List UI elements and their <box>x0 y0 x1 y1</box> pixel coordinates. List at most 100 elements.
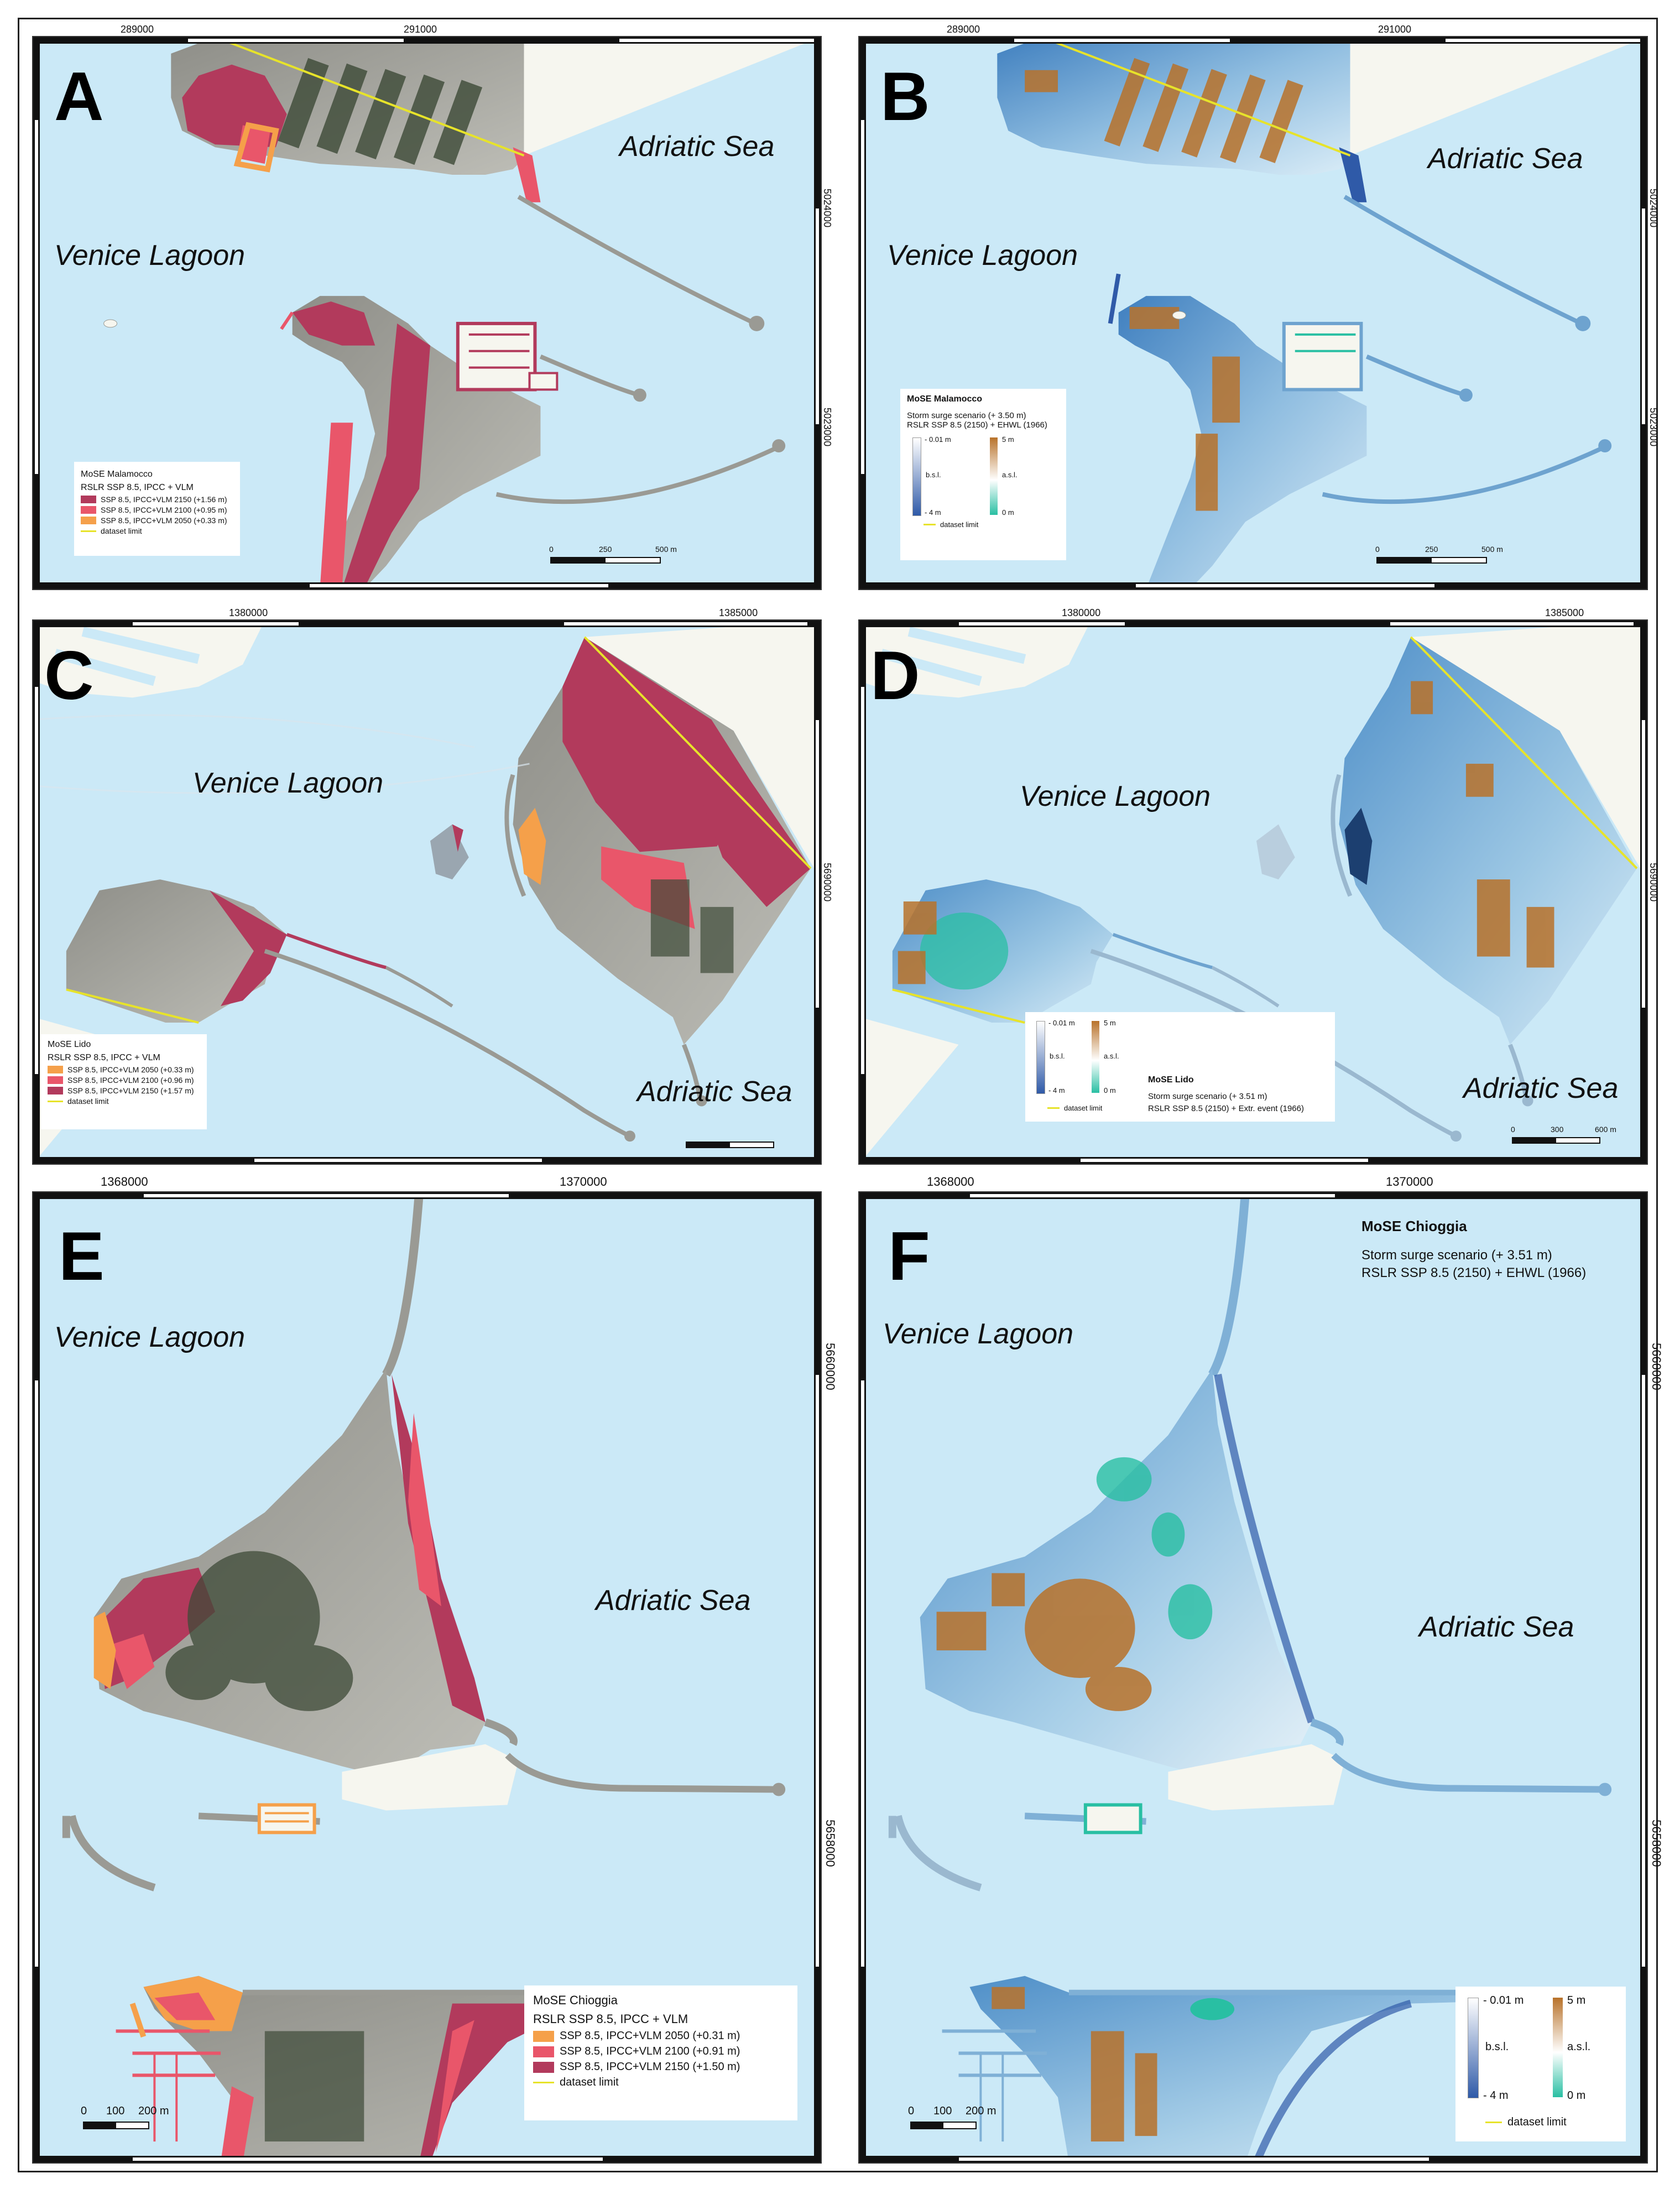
legend-item: SSP 8.5, IPCC+VLM 2150 (+1.56 m) <box>81 495 233 504</box>
legend-subtitle: RSLR SSP 8.5, IPCC + VLM <box>533 2012 688 2026</box>
legend-item-label: SSP 8.5, IPCC+VLM 2100 (+0.95 m) <box>101 505 227 514</box>
asl-bottom-label: 0 m <box>1567 2089 1586 2102</box>
map-b-frame-bottom <box>859 582 1647 589</box>
scale-tick: 500 m <box>1481 545 1503 554</box>
coord-right: 5024000 <box>822 189 833 228</box>
asl-top-label: 5 m <box>1002 435 1014 444</box>
legend-b: MoSE Malamocco Storm surge scenario (+ 3… <box>900 389 1066 560</box>
legend-title: MoSE Lido <box>1148 1075 1194 1085</box>
asl-top-label: 5 m <box>1104 1019 1116 1027</box>
scale-tick: 0 <box>81 2105 87 2117</box>
bsl-label: b.s.l. <box>1050 1052 1065 1060</box>
legend-item-label: SSP 8.5, IPCC+VLM 2150 (+1.50 m) <box>560 2061 740 2073</box>
coord-right: 5690000 <box>1648 863 1659 902</box>
map-f-frame-top <box>859 1192 1647 1199</box>
asl-bottom-label: 0 m <box>1104 1086 1116 1094</box>
bsl-ramp <box>1468 1998 1479 2098</box>
panel-f: F Adriatic Sea Venice Lagoon MoSE Chiogg… <box>858 1175 1663 2164</box>
legend-item: dataset limit <box>48 1097 200 1106</box>
asl-label: a.s.l. <box>1567 2041 1591 2053</box>
panel-b: B Adriatic Sea Venice Lagoon MoSE Malamo… <box>858 24 1659 590</box>
lagoon-label: Venice Lagoon <box>54 1321 246 1353</box>
scale-bar-a: 0 250 500 m <box>549 545 677 572</box>
map-e-frame-right <box>814 1192 821 2162</box>
coord-top: 1370000 <box>560 1175 607 1189</box>
asl-ramp <box>1092 1021 1099 1093</box>
map-c: C Adriatic Sea Venice Lagoon MoSE Lido R… <box>32 619 822 1165</box>
legend-a: MoSE Malamocco RSLR SSP 8.5, IPCC + VLM … <box>74 462 240 556</box>
legend-line2: RSLR SSP 8.5 (2150) + EHWL (1966) <box>907 420 1047 430</box>
legend-item: SSP 8.5, IPCC+VLM 2150 (+1.50 m) <box>533 2061 789 2073</box>
map-b-frame-top <box>859 37 1647 44</box>
panel-c: C Adriatic Sea Venice Lagoon MoSE Lido R… <box>32 607 833 1165</box>
asl-top-label: 5 m <box>1567 1994 1586 2006</box>
legend-title: MoSE Lido <box>48 1040 91 1049</box>
coord-top: 289000 <box>947 24 980 35</box>
legend-item: SSP 8.5, IPCC+VLM 2100 (+0.96 m) <box>48 1076 200 1085</box>
legend-line1: Storm surge scenario (+ 3.50 m) <box>907 411 1026 420</box>
map-e-frame-left <box>33 1192 40 2162</box>
legend-item: SSP 8.5, IPCC+VLM 2100 (+0.91 m) <box>533 2045 789 2058</box>
legend-d: - 0.01 m b.s.l. - 4 m 5 m a.s.l. 0 m dat… <box>1025 1012 1335 1122</box>
legend-item-label: SSP 8.5, IPCC+VLM 2150 (+1.56 m) <box>101 495 227 504</box>
map-c-terrain <box>33 621 821 1164</box>
swatch-2150 <box>533 2061 554 2073</box>
sea-label: Adriatic Sea <box>619 131 775 163</box>
sea-label: Adriatic Sea <box>1419 1611 1574 1643</box>
coord-top: 1380000 <box>1062 607 1101 618</box>
scale-bar-c <box>686 1136 796 1153</box>
dataset-limit-swatch <box>48 1100 63 1102</box>
map-f: F Adriatic Sea Venice Lagoon MoSE Chiogg… <box>858 1191 1648 2164</box>
map-b: B Adriatic Sea Venice Lagoon MoSE Malamo… <box>858 36 1648 590</box>
panel-b-letter: B <box>880 59 930 135</box>
scale-tick: 600 m <box>1595 1125 1616 1134</box>
coord-right: 5690000 <box>822 863 833 902</box>
coord-right: 5658000 <box>1650 1820 1663 1867</box>
legend-item: SSP 8.5, IPCC+VLM 2050 (+0.33 m) <box>48 1065 200 1074</box>
map-e: E Adriatic Sea Venice Lagoon MoSE Chiogg… <box>32 1191 822 2164</box>
dataset-limit-swatch <box>1485 2122 1502 2123</box>
legend-line1: Storm surge scenario (+ 3.51 m) <box>1148 1092 1267 1101</box>
swatch-2150 <box>81 496 96 503</box>
dataset-limit-swatch <box>924 524 936 525</box>
legend-item: dataset limit <box>81 527 233 535</box>
legend-subtitle: RSLR SSP 8.5, IPCC + VLM <box>48 1053 160 1062</box>
sea-label: Adriatic Sea <box>1463 1072 1619 1104</box>
swatch-2150 <box>48 1087 63 1094</box>
map-c-frame-top <box>33 621 821 627</box>
coord-top: 1370000 <box>1386 1175 1433 1189</box>
panel-d-letter: D <box>870 638 920 714</box>
lagoon-label: Venice Lagoon <box>54 239 246 272</box>
panel-d: D Adriatic Sea Venice Lagoon - 0.01 m b.… <box>858 607 1659 1165</box>
scale-tick: 0 <box>549 545 554 554</box>
swatch-2050 <box>533 2030 554 2042</box>
legend-item: dataset limit <box>1485 2116 1567 2129</box>
bsl-bottom-label: - 4 m <box>1048 1086 1065 1094</box>
coord-right: 5024000 <box>1648 189 1659 228</box>
sea-label: Adriatic Sea <box>1428 143 1583 175</box>
scale-tick: 250 <box>1425 545 1438 554</box>
legend-item: dataset limit <box>924 520 978 529</box>
panel-e: E Adriatic Sea Venice Lagoon MoSE Chiogg… <box>32 1175 837 2164</box>
map-b-frame-left <box>859 37 866 589</box>
legend-c: MoSE Lido RSLR SSP 8.5, IPCC + VLM SSP 8… <box>41 1034 207 1129</box>
scale-bar-e: 0 100 200 m <box>81 2105 182 2138</box>
lagoon-label: Venice Lagoon <box>883 1318 1074 1350</box>
scenario-line2: RSLR SSP 8.5 (2150) + EHWL (1966) <box>1361 1265 1587 1280</box>
bsl-top-label: - 0.01 m <box>1483 1994 1524 2006</box>
scale-bar-f: 0 100 200 m <box>908 2105 1010 2138</box>
coord-top: 291000 <box>404 24 437 35</box>
scale-tick: 250 <box>599 545 612 554</box>
map-b-frame-right <box>1640 37 1647 589</box>
dataset-limit-swatch <box>533 2082 554 2083</box>
legend-item-label: dataset limit <box>101 527 142 535</box>
legend-item-label: SSP 8.5, IPCC+VLM 2050 (+0.33 m) <box>101 516 227 525</box>
scale-tick: 200 m <box>966 2105 996 2117</box>
coord-top: 1385000 <box>719 607 758 618</box>
coord-right: 5023000 <box>822 408 833 447</box>
map-a-frame-bottom <box>33 582 821 589</box>
map-f-frame-left <box>859 1192 866 2162</box>
asl-bottom-label: 0 m <box>1002 508 1014 517</box>
panel-c-letter: C <box>44 638 94 714</box>
map-d-frame-top <box>859 621 1647 627</box>
